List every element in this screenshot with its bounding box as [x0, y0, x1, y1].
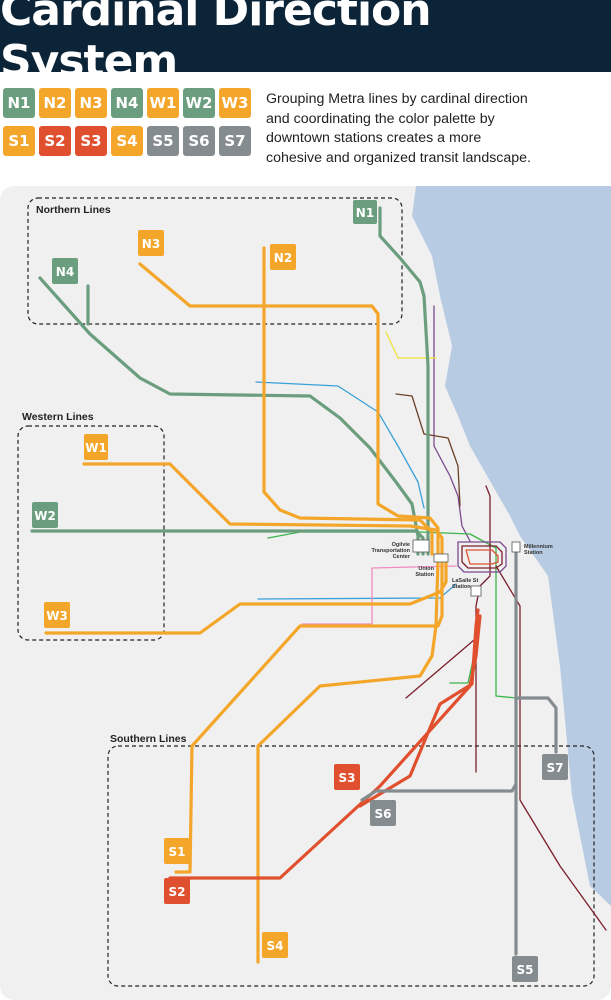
legend-badge-w3: W3 — [219, 88, 251, 118]
western-region-label: Western Lines — [22, 411, 94, 423]
metra-w3-line — [44, 558, 448, 635]
legend-badge-s4: S4 — [111, 126, 143, 156]
ogilvie-label: Ogilvie — [392, 542, 410, 548]
legend-badge-s3: S3 — [75, 126, 107, 156]
lasalle-station-marker — [470, 585, 482, 597]
title-banner: Cardinal Direction System — [0, 0, 611, 87]
svg-text:W1: W1 — [85, 441, 107, 455]
yellow-line — [385, 331, 437, 359]
map-badge-w2: W2 — [32, 502, 58, 528]
northern-region-label: Northern Lines — [36, 204, 111, 216]
loop-ring-inner — [461, 545, 503, 569]
millennium-label: Station — [524, 550, 543, 556]
millennium-station-marker — [511, 541, 521, 553]
legend-row-2: S1 S2 S3 S4 S5 S6 S7 — [3, 126, 255, 156]
svg-text:S5: S5 — [517, 963, 534, 977]
description-line: Grouping Metra lines by cardinal directi… — [266, 91, 528, 107]
legend-badge-w1: W1 — [147, 88, 179, 118]
ogilvie-label: Center — [393, 554, 411, 560]
union-label: Station — [415, 572, 434, 578]
svg-text:S7: S7 — [547, 761, 564, 775]
description-line: downtown stations creates a more — [266, 130, 482, 146]
legend-badge-s7: S7 — [219, 126, 251, 156]
metra-n2-line — [262, 246, 434, 556]
loop-ring — [457, 541, 507, 573]
svg-text:S3: S3 — [339, 771, 356, 785]
svg-text:N2: N2 — [274, 251, 292, 265]
map-badge-w1: W1 — [84, 434, 108, 460]
description-line: cohesive and organized transit landscape… — [266, 149, 532, 166]
loop-ring-inner2 — [465, 549, 499, 565]
map-badge-w3: W3 — [44, 602, 70, 628]
legend-badge-s5: S5 — [147, 126, 179, 156]
orange-line-cta — [495, 565, 607, 931]
lasalle-label: Station — [452, 584, 471, 590]
svg-text:W3: W3 — [46, 609, 68, 623]
metra-n3-line — [138, 262, 440, 556]
svg-text:N1: N1 — [356, 206, 374, 220]
pink-line — [301, 565, 457, 625]
map-badge-s6: S6 — [370, 800, 396, 826]
blue-line-west — [257, 583, 457, 600]
lasalle-label: LaSalle St — [452, 578, 478, 584]
union-label: Union — [418, 566, 434, 572]
metra-s6-line — [360, 782, 518, 802]
ogilvie-station-marker — [412, 539, 430, 553]
map-badge-s7: S7 — [542, 754, 568, 780]
legend-row-1: N1 N2 N3 N4 W1 W2 W3 — [3, 88, 255, 118]
southern-region-label: Southern Lines — [110, 733, 187, 745]
svg-text:N3: N3 — [142, 237, 160, 251]
metra-n4-line — [38, 276, 420, 556]
svg-text:S1: S1 — [169, 845, 186, 859]
metra-n1-line — [378, 206, 430, 556]
map-badge-s2: S2 — [164, 878, 190, 904]
metra-s1-line — [174, 558, 444, 874]
map-badge-n4: N4 — [52, 258, 78, 284]
western-region-box — [17, 425, 165, 641]
blue-line — [255, 381, 425, 509]
description-line: and coordinating the color palette by — [266, 110, 495, 127]
lake-michigan — [412, 186, 611, 906]
line-legend: N1 N2 N3 N4 W1 W2 W3 S1 S2 S3 S4 S5 S6 S… — [3, 88, 255, 164]
svg-text:S4: S4 — [267, 939, 284, 953]
map-badge-s3: S3 — [334, 764, 360, 790]
millennium-label: Millennium — [524, 544, 553, 550]
legend-badge-n4: N4 — [111, 88, 143, 118]
union-station-marker — [433, 553, 449, 563]
map-badge-s4: S4 — [262, 932, 288, 958]
transit-map-svg: Northern Lines Western Lines Southern Li… — [0, 186, 611, 1000]
legend-badge-s1: S1 — [3, 126, 35, 156]
transit-map: Northern Lines Western Lines Southern Li… — [0, 186, 611, 1000]
legend-badge-n3: N3 — [75, 88, 107, 118]
legend-badge-s2: S2 — [39, 126, 71, 156]
ogilvie-label: Transportation — [371, 548, 410, 554]
svg-text:S6: S6 — [375, 807, 392, 821]
map-badge-n3: N3 — [138, 230, 164, 256]
map-badge-s1: S1 — [164, 838, 190, 864]
map-badge-s5: S5 — [512, 956, 538, 982]
svg-text:N4: N4 — [56, 265, 74, 279]
description: Grouping Metra lines by cardinal directi… — [266, 90, 601, 168]
map-badge-n1: N1 — [353, 200, 377, 224]
metra-s3-line — [358, 608, 480, 808]
svg-text:S2: S2 — [169, 885, 186, 899]
southern-region-box — [107, 745, 595, 987]
page-title: Cardinal Direction System — [0, 0, 432, 87]
legend-badge-w2: W2 — [183, 88, 215, 118]
metra-w1-line — [82, 462, 444, 556]
metra-s7-line — [514, 696, 558, 754]
map-badge-n2: N2 — [270, 244, 296, 270]
svg-text:W2: W2 — [34, 509, 56, 523]
brown-line — [395, 393, 461, 507]
metra-s4-line — [256, 558, 440, 964]
legend-badge-n2: N2 — [39, 88, 71, 118]
legend-badge-s6: S6 — [183, 126, 215, 156]
purple-line — [433, 305, 471, 542]
legend-badge-n1: N1 — [3, 88, 35, 118]
